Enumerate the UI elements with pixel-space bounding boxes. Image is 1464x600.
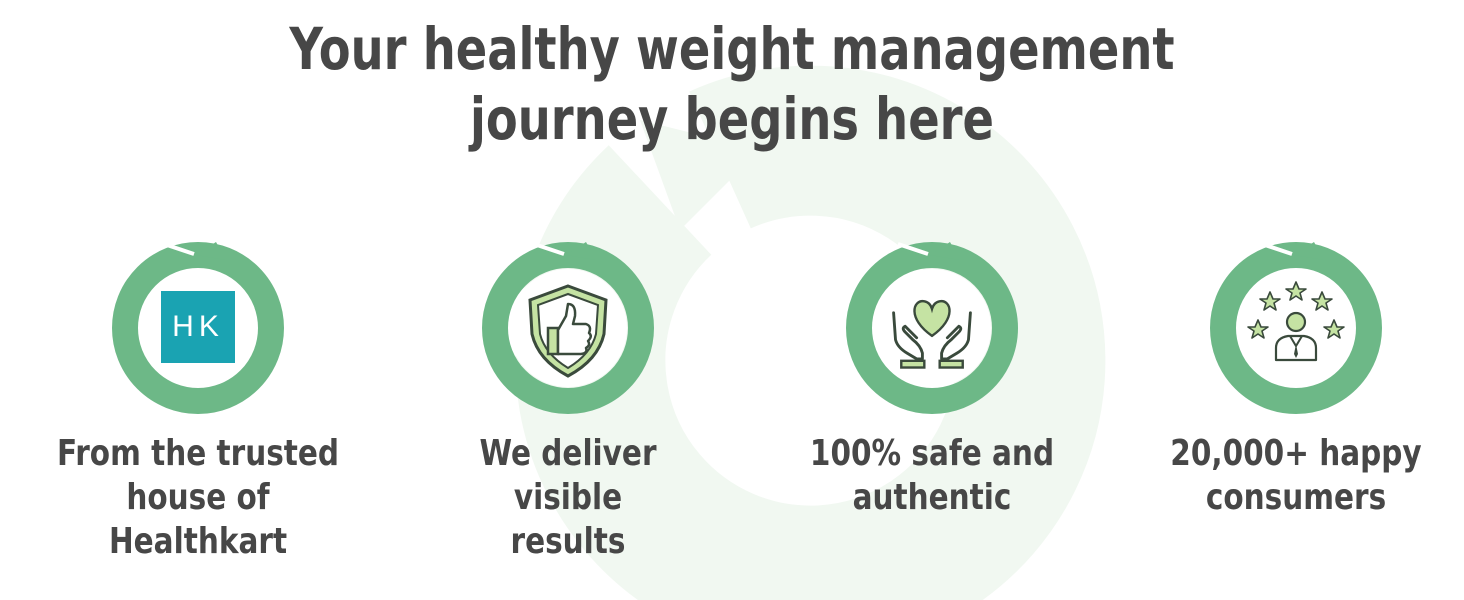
thumbs-up-shield-icon	[528, 284, 608, 378]
feature-caption: We deliver visible results	[420, 432, 715, 564]
feature-visible-results: We deliver visible results	[388, 236, 748, 562]
feature-caption-line-1: From the trusted	[56, 433, 340, 474]
feature-caption: 20,000+ happy consumers	[1148, 432, 1443, 520]
feature-happy-consumers: 20,000+ happy consumers	[1116, 236, 1464, 536]
healthkart-logo-icon: HK	[161, 291, 235, 363]
feature-caption-line-2: house of Healthkart	[108, 477, 288, 562]
headline-line-2: journey begins here	[469, 85, 995, 153]
feature-healthkart: HK From the trusted house of Healthkart	[18, 236, 378, 562]
page-headline: Your healthy weight management journey b…	[146, 14, 1317, 154]
feature-caption-line-2: results	[510, 521, 626, 562]
heart-in-hands-icon	[892, 300, 972, 369]
feature-safe-authentic: 100% safe and authentic	[752, 236, 1112, 536]
feature-caption-line-1: 100% safe and	[809, 433, 1055, 474]
feature-caption-line-1: We deliver visible	[479, 433, 657, 518]
happy-consumer-stars-icon	[1247, 281, 1345, 362]
feature-caption: 100% safe and authentic	[784, 432, 1079, 520]
feature-caption: From the trusted house of Healthkart	[50, 432, 345, 564]
feature-caption-line-2: authentic	[852, 477, 1012, 518]
feature-caption-line-1: 20,000+ happy	[1170, 433, 1422, 474]
headline-line-1: Your healthy weight management	[289, 15, 1175, 83]
feature-caption-line-2: consumers	[1205, 477, 1387, 518]
